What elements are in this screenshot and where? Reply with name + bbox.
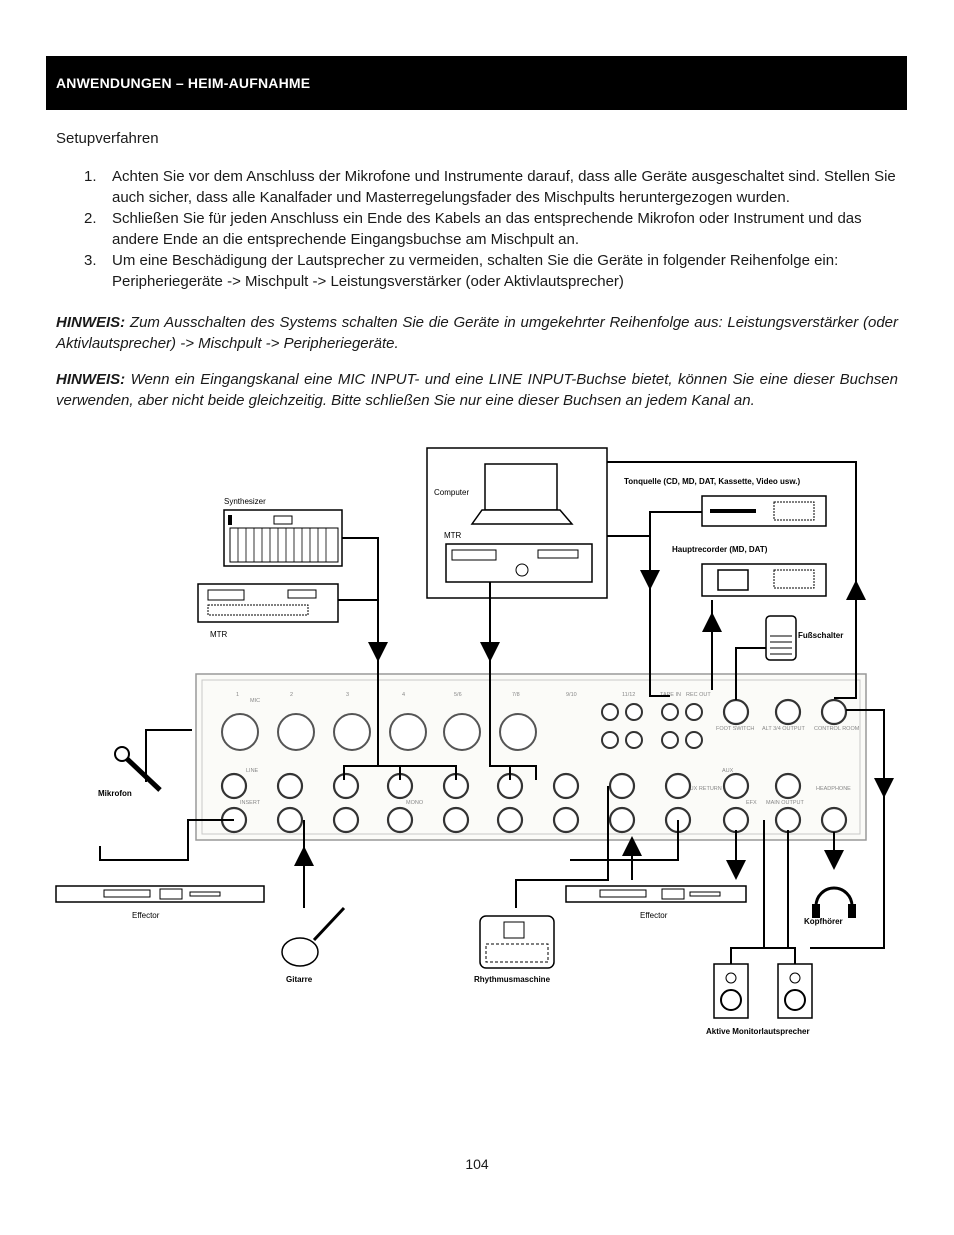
section-title: ANWENDUNGEN – HEIM-AUFNAHME [56, 75, 311, 91]
mixer-panel [195, 673, 867, 841]
line-jacks [220, 698, 848, 834]
mtr-left-label: MTR [210, 630, 228, 639]
effector-right-label: Effector [640, 911, 668, 920]
tonquelle-icon [701, 495, 827, 527]
mixer-label: AUX [722, 768, 734, 774]
mtr-top-icon [445, 543, 593, 583]
guitar-icon [281, 906, 346, 967]
mixer-label: 9/10 [566, 692, 577, 698]
section-header: ANWENDUNGEN – HEIM-AUFNAHME [46, 56, 907, 110]
list-item: 3.Um eine Beschädigung der Lautsprecher … [84, 252, 839, 290]
mixer-label: AUX RETURN [686, 786, 722, 792]
intro-text: Setupverfahren [56, 130, 159, 147]
fussschalter-label: Fußschalter [798, 631, 843, 640]
tonquelle-label: Tonquelle (CD, MD, DAT, Kassette, Video … [624, 477, 801, 486]
mtr-left-icon [197, 583, 339, 623]
list-item: 2.Schließen Sie für jeden Anschluss ein … [84, 210, 862, 248]
mixer-label: ALT 3/4 OUTPUT [762, 726, 806, 732]
mixer-label: REC OUT [686, 692, 711, 698]
hauptrecorder-icon [701, 563, 827, 597]
gitarre-label: Gitarre [286, 975, 313, 984]
mixer-label: LINE [246, 768, 259, 774]
mixer-label: INSERT [240, 800, 261, 806]
mixer-label: TAPE IN [660, 692, 681, 698]
mixer-label: 7/8 [512, 692, 520, 698]
mixer-label: 11/12 [622, 692, 635, 698]
synthesizer-icon [223, 509, 343, 567]
page-number: 104 [465, 1156, 489, 1172]
connection-diagram: Synthesizer MTR Computer MTR Tonquelle (… [55, 447, 894, 1036]
mixer-label: 1 [236, 692, 239, 698]
mixer-label: 5/6 [454, 692, 462, 698]
setup-steps: 1.Achten Sie vor dem Anschluss der Mikro… [56, 166, 898, 292]
rhythm-machine-icon [479, 915, 555, 969]
mixer-label: EFX [746, 800, 757, 806]
mixer-label: CONTROL ROOM [814, 726, 860, 732]
note-mic-line: HINWEIS: Wenn ein Eingangskanal eine MIC… [56, 371, 898, 409]
effector-left-label: Effector [132, 911, 160, 920]
mixer-label: MAIN OUTPUT [766, 800, 805, 806]
rhythmus-label: Rhythmusmaschine [474, 975, 551, 984]
monitore-label: Aktive Monitorlautsprecher [706, 1027, 810, 1036]
mixer-label: HEADPHONE [816, 786, 851, 792]
laptop-icon [470, 463, 574, 525]
mixer-label: 4 [402, 692, 405, 698]
mixer-label: 2 [290, 692, 293, 698]
headphones-icon [812, 886, 856, 918]
mikrofon-label: Mikrofon [98, 789, 132, 798]
mixer-label: 3 [346, 692, 349, 698]
synth-label: Synthesizer [224, 497, 266, 506]
kopfhoerer-label: Kopfhörer [804, 917, 843, 926]
effector-right-icon [565, 885, 747, 903]
list-item: 1.Achten Sie vor dem Anschluss der Mikro… [84, 168, 896, 206]
note-power-off: HINWEIS: Zum Ausschalten des Systems sch… [56, 314, 898, 352]
rca-jacks [601, 703, 703, 749]
speaker-left-icon [713, 963, 749, 1019]
footswitch-icon [765, 615, 797, 661]
mixer-label: FOOT SWITCH [716, 726, 754, 732]
hauptrecorder-label: Hauptrecorder (MD, DAT) [672, 545, 768, 554]
computer-label: Computer [434, 488, 469, 497]
mixer-label: MIC [250, 698, 260, 704]
mtr-top-label: MTR [444, 531, 462, 540]
microphone-icon [114, 746, 162, 792]
effector-left-icon [55, 885, 265, 903]
mixer-label: MONO [406, 800, 424, 806]
speaker-right-icon [777, 963, 813, 1019]
xlr-jacks [221, 713, 537, 751]
